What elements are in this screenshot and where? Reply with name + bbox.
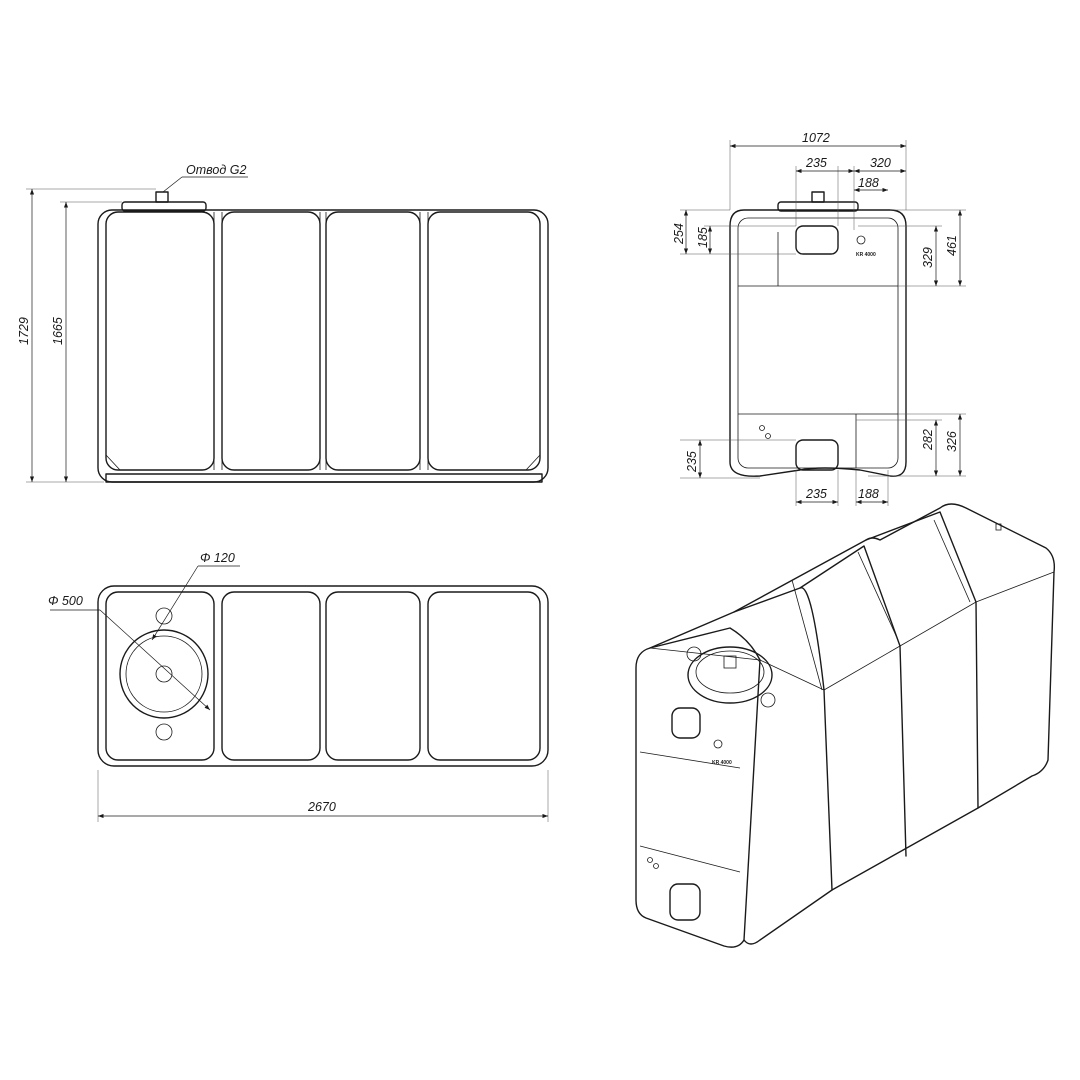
bottom-235-left-label: 235 xyxy=(685,451,699,473)
height-body-label: 1665 xyxy=(51,317,65,345)
bottom-235-label: 235 xyxy=(805,487,827,501)
right-329-label: 329 xyxy=(921,247,935,268)
top-320-label: 320 xyxy=(870,156,891,170)
right-282-label: 282 xyxy=(921,429,935,451)
isometric-view: KR 4000 xyxy=(635,503,1056,948)
top-view: Φ 500 Φ 120 2670 xyxy=(48,551,549,822)
left-185-label: 185 xyxy=(696,227,710,248)
top-segments xyxy=(105,591,541,761)
top-235-label: 235 xyxy=(805,156,827,170)
iso-logo-text: KR 4000 xyxy=(712,760,732,766)
front-segments xyxy=(105,211,541,471)
small-hole-diameter-label: Φ 120 xyxy=(200,551,235,565)
width-label: 1072 xyxy=(802,131,830,145)
right-326-label: 326 xyxy=(945,431,959,452)
bottom-188-label: 188 xyxy=(858,487,879,501)
height-total-label: 1729 xyxy=(17,317,31,345)
side-logo-text: KR 4000 xyxy=(856,252,876,258)
side-view: KR 4000 1072 235 320 188 254 185 329 461 xyxy=(672,131,966,506)
hatch-diameter-label: Φ 500 xyxy=(48,594,83,608)
length-label: 2670 xyxy=(307,800,336,814)
top-188-label: 188 xyxy=(858,176,879,190)
left-254-label: 254 xyxy=(672,223,686,245)
right-461-label: 461 xyxy=(945,235,959,256)
fitting-label: Отвод G2 xyxy=(186,163,246,177)
front-view: Отвод G2 1729 1665 xyxy=(17,163,549,483)
